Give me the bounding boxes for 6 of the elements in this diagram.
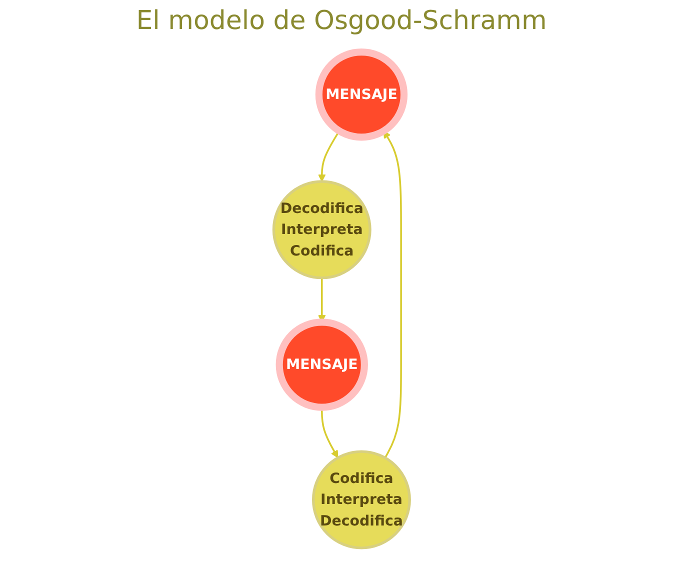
node-circle: MENSAJE [276, 318, 368, 411]
arrow [383, 130, 402, 458]
node-circle: MENSAJE [315, 48, 408, 141]
node-circle: Codifica Interpreta Decodifica [312, 450, 411, 550]
node-circle: Decodifica Interpreta Codifica [272, 180, 372, 280]
diagram-title: El modelo de Osgood-Schramm [135, 6, 548, 36]
